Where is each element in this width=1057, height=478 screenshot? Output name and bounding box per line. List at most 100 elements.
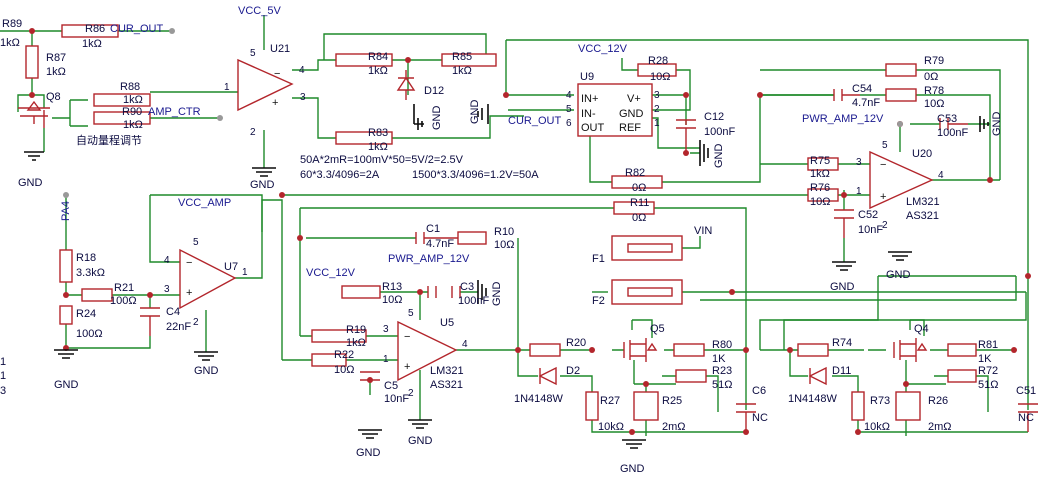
r11-value: 0Ω xyxy=(632,212,646,224)
u21-symbol xyxy=(237,58,294,112)
r79-ref: R79 xyxy=(924,55,944,67)
r13-value: 10Ω xyxy=(382,294,402,306)
r18-ref: R18 xyxy=(76,252,96,264)
r22-value: 10Ω xyxy=(334,364,354,376)
r78-value: 10Ω xyxy=(924,98,944,110)
r11-ref: R11 xyxy=(630,197,649,209)
svg-text:2: 2 xyxy=(408,388,414,399)
u21-ref: U21 xyxy=(270,43,290,55)
c5-ref: C5 xyxy=(384,380,398,392)
op-amps: − + − + − + − + 1 4 3 5 2 3 1 4 5 2 4 3 … xyxy=(164,48,944,399)
c12-value: 100nF xyxy=(704,126,735,138)
r22-ref: R22 xyxy=(334,349,354,361)
r26-ref: R26 xyxy=(928,395,948,407)
u9-pin-ref: REF xyxy=(619,122,641,134)
u9-pin-out: OUT xyxy=(581,122,605,134)
r10-ref: R10 xyxy=(494,226,514,238)
r87-ref: R87 xyxy=(46,52,66,64)
q8-ref: Q8 xyxy=(46,91,61,103)
gnd-c53-label: GND xyxy=(991,112,1003,137)
rotated-gnd-labels: GND GND GND GND GND xyxy=(431,100,1003,307)
component-labels: R89 1kΩ R86 CUR_OUT 1kΩ R87 1kΩ Q8 R88 1… xyxy=(0,5,1036,475)
f1-ref: F1 xyxy=(592,253,605,265)
svg-text:3: 3 xyxy=(164,284,170,295)
r89-ref: R89 xyxy=(2,18,22,30)
r73-value: 10kΩ xyxy=(864,421,890,433)
svg-text:2: 2 xyxy=(193,317,199,328)
u9-pin-in-plus: IN+ xyxy=(581,93,598,105)
u9-ref: U9 xyxy=(580,71,594,83)
svg-text:4: 4 xyxy=(462,339,468,350)
r27-value: 10kΩ xyxy=(598,421,624,433)
c53-value: 100nF xyxy=(937,127,968,139)
svg-text:5: 5 xyxy=(193,237,199,248)
c1-ref: C1 xyxy=(426,223,440,235)
svg-text:4: 4 xyxy=(566,90,572,101)
svg-text:−: − xyxy=(404,331,410,343)
r81-value: 1K xyxy=(978,353,992,365)
r90-value: 1kΩ xyxy=(123,119,143,131)
svg-text:2: 2 xyxy=(882,220,888,231)
gnd-u21-label: GND xyxy=(250,179,275,191)
r21-ref: R21 xyxy=(114,282,134,294)
svg-text:−: − xyxy=(880,159,886,171)
c4-ref: C4 xyxy=(166,306,180,318)
r23-ref: R23 xyxy=(712,365,732,377)
net-cur-out-top: CUR_OUT xyxy=(110,23,163,35)
edge-pin-2: 1 xyxy=(0,370,6,382)
r23-value: 51Ω xyxy=(712,379,732,391)
c51-value: NC xyxy=(1018,412,1034,424)
c54-ref: C54 xyxy=(852,83,872,95)
r26-value: 2mΩ xyxy=(928,421,952,433)
svg-text:2: 2 xyxy=(250,127,256,138)
edge-pin-1: 1 xyxy=(0,356,6,368)
c52-ref: C52 xyxy=(858,209,878,221)
c53-ref: C53 xyxy=(937,113,957,125)
resistors xyxy=(25,24,977,421)
d12-ref: D12 xyxy=(424,85,444,97)
r81-ref: R81 xyxy=(978,339,998,351)
u5-part-2: AS321 xyxy=(430,379,463,391)
u20-part-2: AS321 xyxy=(906,210,939,222)
r75-value: 1kΩ xyxy=(810,168,830,180)
net-vcc-5v: VCC_5V xyxy=(238,5,281,17)
svg-text:2: 2 xyxy=(654,104,660,115)
f2-ref: F2 xyxy=(592,295,605,307)
u7-ref: U7 xyxy=(224,261,238,273)
r90-ref: R90 xyxy=(122,106,142,118)
r79-value: 0Ω xyxy=(924,71,938,83)
svg-text:1: 1 xyxy=(654,118,660,129)
gnd-u5-label: GND xyxy=(408,435,433,447)
u20-part-1: LM321 xyxy=(906,196,940,208)
svg-text:−: − xyxy=(274,68,280,80)
r20-ref: R20 xyxy=(566,337,586,349)
c5-value: 10nF xyxy=(384,393,409,405)
c3-value: 100nF xyxy=(458,295,489,307)
svg-text:5: 5 xyxy=(408,308,414,319)
r27-ref: R27 xyxy=(600,395,620,407)
net-cur-out-mid: CUR_OUT xyxy=(508,115,561,127)
r24-ref: R24 xyxy=(76,308,96,320)
net-pwr-amp-12v-a: PWR_AMP_12V xyxy=(802,113,884,125)
c12-ref: C12 xyxy=(704,111,724,123)
r76-ref: R76 xyxy=(810,182,830,194)
q4-ref: Q4 xyxy=(914,323,929,335)
r76-value: 10Ω xyxy=(810,196,830,208)
gnd-c12-label: GND xyxy=(713,144,725,169)
r19-ref: R19 xyxy=(346,324,366,336)
r21-value: 100Ω xyxy=(110,295,137,307)
svg-text:+: + xyxy=(272,97,278,109)
r85-value: 1kΩ xyxy=(452,65,472,77)
capacitors xyxy=(140,89,1038,432)
svg-text:3: 3 xyxy=(654,90,660,101)
c4-value: 22nF xyxy=(166,321,191,333)
r18-value: 3.3kΩ xyxy=(76,267,105,279)
d2-value: 1N4148W xyxy=(514,393,564,405)
u20-symbol xyxy=(869,150,934,210)
calc-note-2: 60*3.3/4096=2A xyxy=(300,169,380,181)
svg-text:1: 1 xyxy=(242,267,248,278)
gnd-u9-left-label: GND xyxy=(469,100,481,125)
c3-ref: C3 xyxy=(460,281,474,293)
svg-text:3: 3 xyxy=(856,157,862,168)
r84-value: 1kΩ xyxy=(368,65,388,77)
